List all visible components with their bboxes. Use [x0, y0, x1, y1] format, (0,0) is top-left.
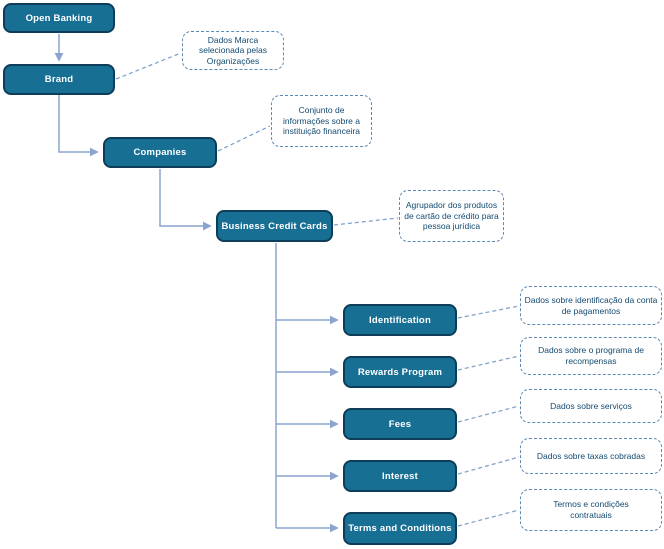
note-companies-text: Conjunto de informações sobre a institui… [282, 105, 360, 137]
node-rewards-program: Rewards Program [343, 356, 457, 388]
link-interest-note [457, 456, 520, 475]
note-fees-text: Dados sobre serviços [550, 400, 632, 411]
note-rewards-program: Dados sobre o programa de recompensas [520, 337, 662, 375]
link-rewards-program-note [457, 355, 520, 371]
node-companies: Companies [103, 137, 217, 168]
node-fees: Fees [343, 408, 457, 440]
note-rewards-program-text: Dados sobre o programa de recompensas [538, 345, 644, 366]
note-brand-text: Dados Marca selecionada pelas Organizaçõ… [198, 34, 268, 66]
edge-companies-businesscreditcards [159, 169, 212, 231]
note-terms-and-conditions-text: Termos e condições contratuais [553, 499, 629, 520]
node-terms-and-conditions: Terms and Conditions [343, 512, 457, 545]
note-companies: Conjunto de informações sobre a institui… [271, 95, 372, 147]
link-identification-note [457, 305, 520, 319]
note-identification: Dados sobre identificação da conta de pa… [520, 286, 662, 325]
link-fees-note [457, 405, 520, 423]
note-business-credit-cards-text: Agrupador dos produtos de cartão de créd… [404, 200, 499, 232]
note-fees: Dados sobre serviços [520, 389, 662, 423]
node-identification: Identification [343, 304, 457, 336]
node-interest: Interest [343, 460, 457, 492]
node-brand: Brand [3, 64, 115, 95]
node-open-banking: Open Banking [3, 3, 115, 33]
edge-brand-companies [58, 95, 99, 157]
note-brand: Dados Marca selecionada pelas Organizaçõ… [182, 31, 284, 70]
link-terms-and-conditions-note [457, 509, 520, 527]
note-identification-text: Dados sobre identificação da conta de pa… [524, 294, 658, 316]
link-businesscreditcards-note [333, 217, 399, 226]
link-brand-note [115, 52, 182, 80]
note-interest-text: Dados sobre taxas cobradas [536, 450, 646, 461]
note-business-credit-cards: Agrupador dos produtos de cartão de créd… [399, 190, 504, 242]
note-interest: Dados sobre taxas cobradas [520, 438, 662, 474]
node-business-credit-cards: Business Credit Cards [216, 210, 333, 242]
note-terms-and-conditions: Termos e condições contratuais [520, 489, 662, 531]
link-companies-note [217, 125, 271, 152]
